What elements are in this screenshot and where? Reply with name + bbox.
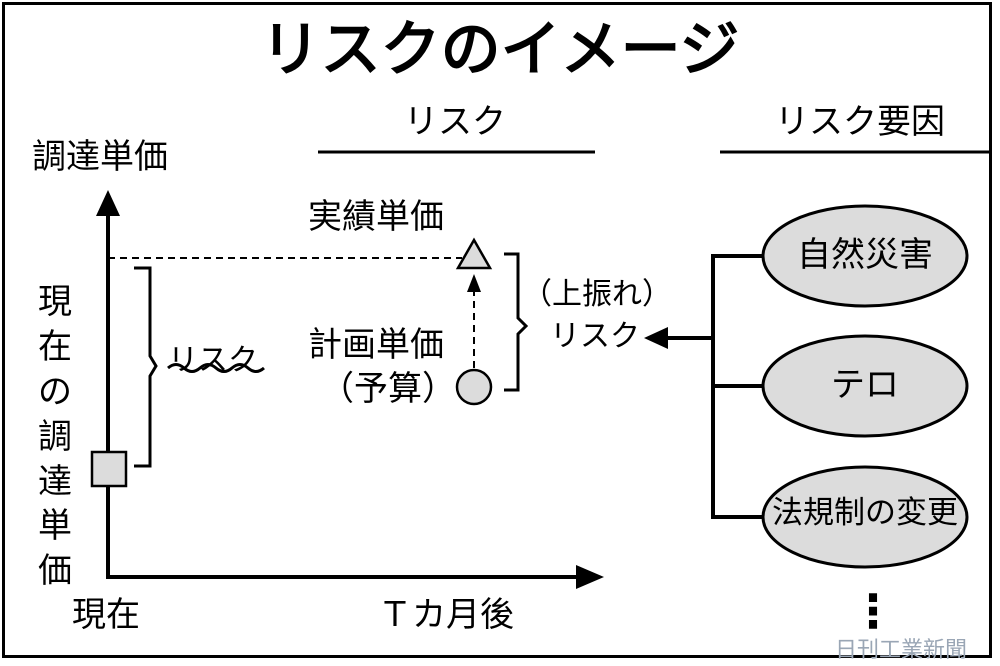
risk-bracket: [134, 266, 158, 468]
price-increase-arrowhead: [467, 274, 481, 292]
diagram-frame: [2, 2, 992, 658]
x-axis-end-label: Ｔカ月後: [378, 595, 514, 635]
planned-price-label: 計画単価: [308, 325, 444, 365]
y-axis-arrowhead: [96, 190, 120, 216]
upside-risk-label: リスク: [550, 319, 640, 354]
factor-terrorism: テロ: [831, 365, 899, 405]
risk-column-header: リスク: [404, 102, 506, 142]
risk-factors-column-header: リスク要因: [775, 102, 945, 142]
more-factors-ellipsis: ⋮: [850, 584, 896, 638]
factor-natural-disaster: 自然災害: [797, 235, 933, 275]
factor-regulation-change: 法規制の変更: [772, 495, 958, 531]
actual-price-triangle: [455, 237, 493, 270]
current-price-marker: [90, 450, 128, 488]
budget-label: （予算）: [320, 369, 456, 409]
regulation-change-ellipse: [761, 465, 969, 569]
diagram-title: リスクのイメージ: [260, 15, 740, 85]
struck-risk-label: リスク: [168, 343, 258, 378]
upside-label: （上振れ）: [522, 277, 672, 312]
factor-to-risk-arrowhead: [644, 327, 668, 349]
publisher-credit: 日刊工業新聞: [835, 638, 968, 663]
x-axis-arrowhead: [576, 565, 604, 589]
y-axis-sub-label: 現在の調達単価: [38, 282, 72, 592]
risk-strike-wave: [167, 363, 265, 373]
upside-risk-bracket: [504, 252, 529, 392]
x-axis-origin-label: 現在: [72, 595, 140, 635]
terrorism-ellipse: [761, 334, 969, 438]
natural-disaster-ellipse: [761, 204, 969, 308]
y-axis-label: 調達単価: [32, 137, 168, 177]
actual-price-label: 実績単価: [308, 197, 444, 237]
planned-price-circle: [455, 368, 493, 406]
